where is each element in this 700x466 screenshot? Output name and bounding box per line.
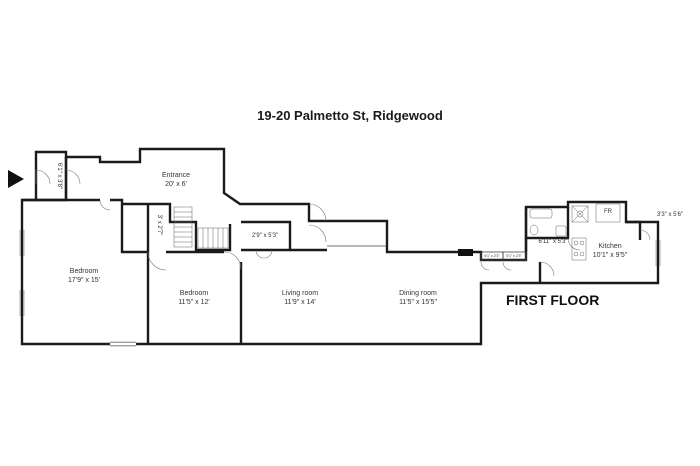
page-title: 19-20 Palmetto St, Ridgewood (257, 108, 443, 123)
room-size: 11'9" x 14' (284, 299, 316, 306)
doors (35, 169, 651, 277)
hall-closet (241, 220, 292, 252)
room-name: Bedroom (69, 268, 99, 275)
closet-kitchen: 3'3" x 5'6" (656, 212, 684, 218)
chimney (458, 249, 473, 256)
closet-small-1: 6'1" x 2'3" (484, 254, 500, 258)
stair-box (122, 202, 232, 252)
room-name: Living room (281, 290, 319, 297)
room-name: Bedroom (179, 290, 209, 297)
closet-small-2: 5'1" x 2'3" (506, 254, 522, 258)
small-closet-2 (502, 251, 527, 261)
room-size: 11'5" x 15'5" (399, 299, 437, 306)
room-entrance: Entrance 20' x 6' (162, 171, 190, 189)
room-kitchen: Kitchen 10'1" x 9'5" (593, 242, 628, 260)
room-living: Living room 11'9" x 14' (282, 289, 318, 307)
bedroom1-top-wall-b (110, 198, 148, 254)
closet-bath: 6'11" x 5'3" (538, 239, 568, 245)
room-name: Dining room (399, 290, 437, 297)
room-name: Entrance (161, 172, 191, 179)
entry-arrow-icon (8, 170, 24, 188)
kitchen-fixtures (571, 203, 621, 261)
bath-wall (526, 207, 570, 240)
bath-fixtures (529, 208, 567, 237)
room-dining: Dining room 11'5" x 15'5" (399, 289, 437, 307)
outer-wall (20, 147, 660, 346)
windows (19, 230, 661, 347)
room-size: 11'5" x 12' (178, 299, 210, 306)
stairs (173, 206, 229, 249)
room-size: 20' x 6' (165, 181, 187, 188)
fridge-label: FR (604, 209, 612, 215)
closet-vestibule: 6'1" x 3'8" (56, 162, 62, 190)
room-size: 17'9" x 15' (67, 277, 101, 284)
room-name: Kitchen (598, 243, 622, 250)
closet-stair: 3' x 2'7" (156, 214, 162, 236)
closet-hall: 2'9" x 5'3" (251, 233, 279, 239)
room-size: 10'1" x 9'5" (592, 252, 628, 259)
floor-label: FIRST FLOOR (506, 292, 600, 308)
room-bedroom-1: Bedroom 17'9" x 15' (68, 267, 100, 285)
room-bedroom-2: Bedroom 11'5" x 12' (178, 289, 210, 307)
kitchen-closet-wall (626, 220, 642, 240)
